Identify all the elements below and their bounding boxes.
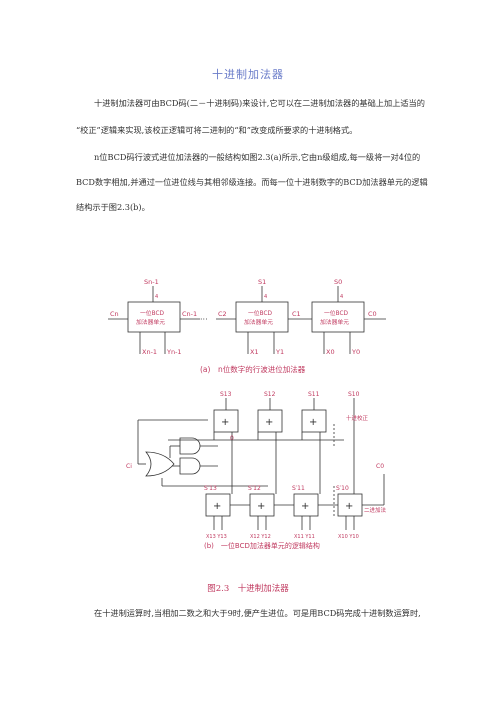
fig-b-ci: Ci [126,463,132,470]
fig-b-plus-top-2: + [265,417,273,428]
fig-b-sum-1: S11 [308,391,320,398]
fig-a-label1-2: 一位BCD [248,309,273,317]
fig-a-bus-2: 4 [264,294,267,300]
paragraph-3: n位BCD码行波式进位加法器的一般结构如图2.3(a)所示,它由n级组成,每一级… [94,152,421,162]
fig-b-sum-2: S12 [264,391,276,398]
fig-a-caption: (a) n位数字的行波进位加法器 [200,364,306,374]
fig-a-out-1: Sn-1 [144,278,159,286]
fig-b-partial-1: S′11 [292,485,305,492]
fig-b-sum-0: S10 [348,391,360,398]
fig-a-label2-3: 加法器单元 [320,318,349,326]
fig-b-input-1: X11 Y11 [294,534,315,540]
fig-b-zero: 0 [230,435,234,442]
fig-b-binary-label: 二进加法 [364,506,387,514]
fig-a-cin-1: Cn [110,310,119,318]
fig-a-x-2: X1 [250,348,259,356]
fig-a-label2-1: 加法器单元 [136,318,165,326]
fig-b-input-0: X10 Y10 [338,534,359,540]
fig-b-input-3: X13 Y13 [206,534,227,540]
figure-b-bcd-adder-cell: + + + + + + + S13 S12 S11 S10 S′13 S′12 … [126,391,387,550]
fig-a-y-3: Y0 [351,348,360,356]
fig-a-x-1: Xn-1 [142,348,157,356]
fig-a-y-2: Y1 [275,348,284,356]
fig-a-label1-1: 一位BCD [140,309,165,317]
fig-b-sum-3: S13 [220,391,232,398]
fig-b-input-2: X12 Y12 [250,534,271,540]
fig-b-plus-bot-1: + [213,501,221,512]
fig-a-cin-2: C2 [218,310,227,318]
paragraph-5: 结构示于图2.3(b)。 [76,202,150,212]
fig-a-out-2: S1 [258,278,266,286]
fig-b-plus-bot-2: + [257,501,265,512]
fig-b-caption: (b) 一位BCD加法器单元的逻辑结构 [204,541,320,550]
fig-a-x-3: X0 [326,348,335,356]
paragraph-1: 十进制加法器可由BCD码(二－十进制码)来设计,它可以在二进制加法器的基础上加上… [94,98,425,108]
fig-a-ellipsis: ··· [200,315,208,324]
fig-b-correction-label: 十进校正 [346,414,369,422]
fig-b-plus-bot-3: + [301,501,309,512]
fig-b-partial-3: S′13 [204,485,217,492]
fig-b-plus-bot-4: + [345,501,353,512]
fig-a-out-3: S0 [334,278,342,286]
fig-a-bus-1: 4 [155,294,158,300]
fig-b-partial-0: S′10 [336,485,349,492]
paragraph-2: “校正”逻辑来实现,该校正逻辑可将二进制的“和”改变成所要求的十进制格式。 [76,125,358,135]
paragraph-6: 在十进制运算时,当相加二数之和大于9时,便产生进位。可是用BCD码完成十进制数运… [94,608,421,618]
figure-caption: 图2.3 十进制加法器 [207,584,289,594]
paragraph-4: BCD数字相加,并通过一位进位线与其相邻级连接。而每一位十进制数字的BCD加法器… [76,177,428,187]
fig-a-cout-2: C1 [292,310,301,318]
fig-b-plus-top-1: + [221,417,229,428]
fig-b-plus-top-3: + [309,417,317,428]
page-title: 十进制加法器 [212,68,284,81]
fig-b-c0: C0 [376,463,384,470]
figure-a-ripple-adder: Sn-1 S1 S0 一位BCD 加法器单元 一位BCD 加法器单元 一位BCD… [108,278,386,374]
fig-a-bus-3: 4 [340,294,343,300]
fig-a-y-1: Yn-1 [166,348,182,356]
fig-b-partial-2: S′12 [248,485,261,492]
fig-a-cout-3: C0 [368,310,377,318]
fig-a-label1-3: 一位BCD [324,309,349,317]
fig-a-cout-1: Cn-1 [182,310,197,318]
fig-a-label2-2: 加法器单元 [244,318,273,326]
